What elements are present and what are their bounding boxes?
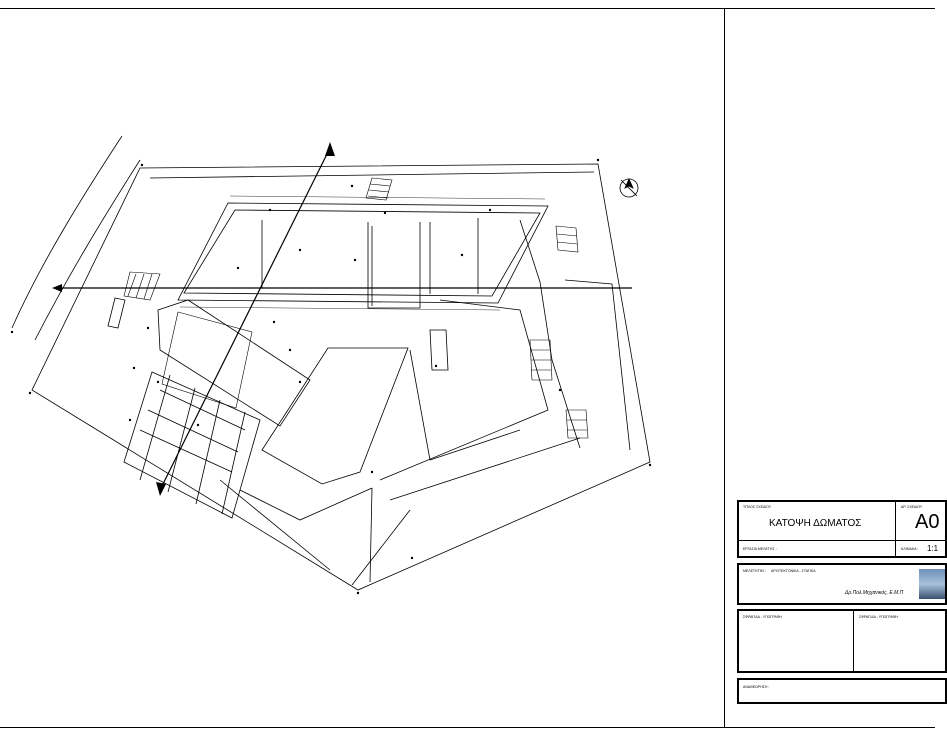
- titleblock-header: ΤΙΤΛΟΣ ΣΧΕΔΙΟΥ ΚΑΤΟΨΗ ΔΩΜΑΤΟΣ ΑΡ. ΣΧΕΔΙΟ…: [737, 500, 947, 558]
- building-lower: [157, 299, 311, 427]
- designer-role: ΑΡΧΙΤΕΚΤΟΝΙΚΑ - ΣΤΑΤΙΚΑ: [771, 569, 816, 573]
- signature-left-label: ΣΦΡΑΓΙΔΑ - ΥΠΟΓΡΑΦΗ: [743, 615, 782, 619]
- signatures-divider: [853, 611, 854, 673]
- designer-field-label: ΜΕΛΕΤΗΤΗΣ :: [743, 569, 767, 573]
- notes-field-label: ΑΝΑΘΕΩΡΗΣΗ :: [743, 685, 770, 689]
- stairs-right: [529, 225, 589, 439]
- floor-plan-drawing: [10, 135, 652, 595]
- sheet-number: A0: [915, 511, 940, 533]
- signature-right-label: ΣΦΡΑΓΙΔΑ - ΥΠΟΓΡΑΦΗ: [859, 615, 898, 619]
- north-arrow-icon: [619, 178, 639, 198]
- stairs-left: [123, 271, 161, 301]
- sheet-field-label: ΑΡ. ΣΧΕΔΙΟΥ: [901, 505, 923, 509]
- title-field-label: ΤΙΤΛΟΣ ΣΧΕΔΙΟΥ: [743, 505, 772, 509]
- plot-boundary: [31, 163, 651, 591]
- frame-divider: [724, 8, 725, 728]
- frame-bottom-border: [0, 727, 935, 728]
- road-curve-inner: [34, 159, 141, 341]
- drawing-title: ΚΑΤΟΨΗ ΔΩΜΑΤΟΣ: [769, 518, 862, 529]
- building-upper: [177, 202, 549, 304]
- titleblock-notes: ΑΝΑΘΕΩΡΗΣΗ :: [737, 678, 947, 704]
- stairs-top: [365, 177, 393, 201]
- scale-field-label: ΚΛΙΜΑΚΑ :: [901, 547, 919, 551]
- frame-top-border: [0, 8, 935, 9]
- project-thumbnail: [919, 569, 945, 599]
- designer-name: Δρ.Πολ.Μηχανικός, Ε.Μ.Π: [845, 590, 904, 596]
- section-line-diagonal: [159, 147, 331, 491]
- roof-hatch: [161, 311, 253, 409]
- titleblock-rule: [739, 540, 947, 541]
- titleblock-designer: ΜΕΛΕΤΗΤΗΣ : ΑΡΧΙΤΕΚΤΟΝΙΚΑ - ΣΤΑΤΙΚΑ Δρ.Π…: [737, 563, 947, 605]
- titleblock-signatures: ΣΦΡΑΓΙΔΑ - ΥΠΟΓΡΑΦΗ ΣΦΡΑΓΙΔΑ - ΥΠΟΓΡΑΦΗ: [737, 609, 947, 673]
- drawing-scale: 1:1: [927, 544, 939, 553]
- titleblock-divider: [895, 502, 896, 558]
- subject-field-label: ΕΡΓΑΣΙΑ ΜΕΛΕΤΗΣ :: [743, 547, 777, 551]
- courtyard-outline: [261, 347, 409, 485]
- road-curve-outer: [11, 135, 123, 329]
